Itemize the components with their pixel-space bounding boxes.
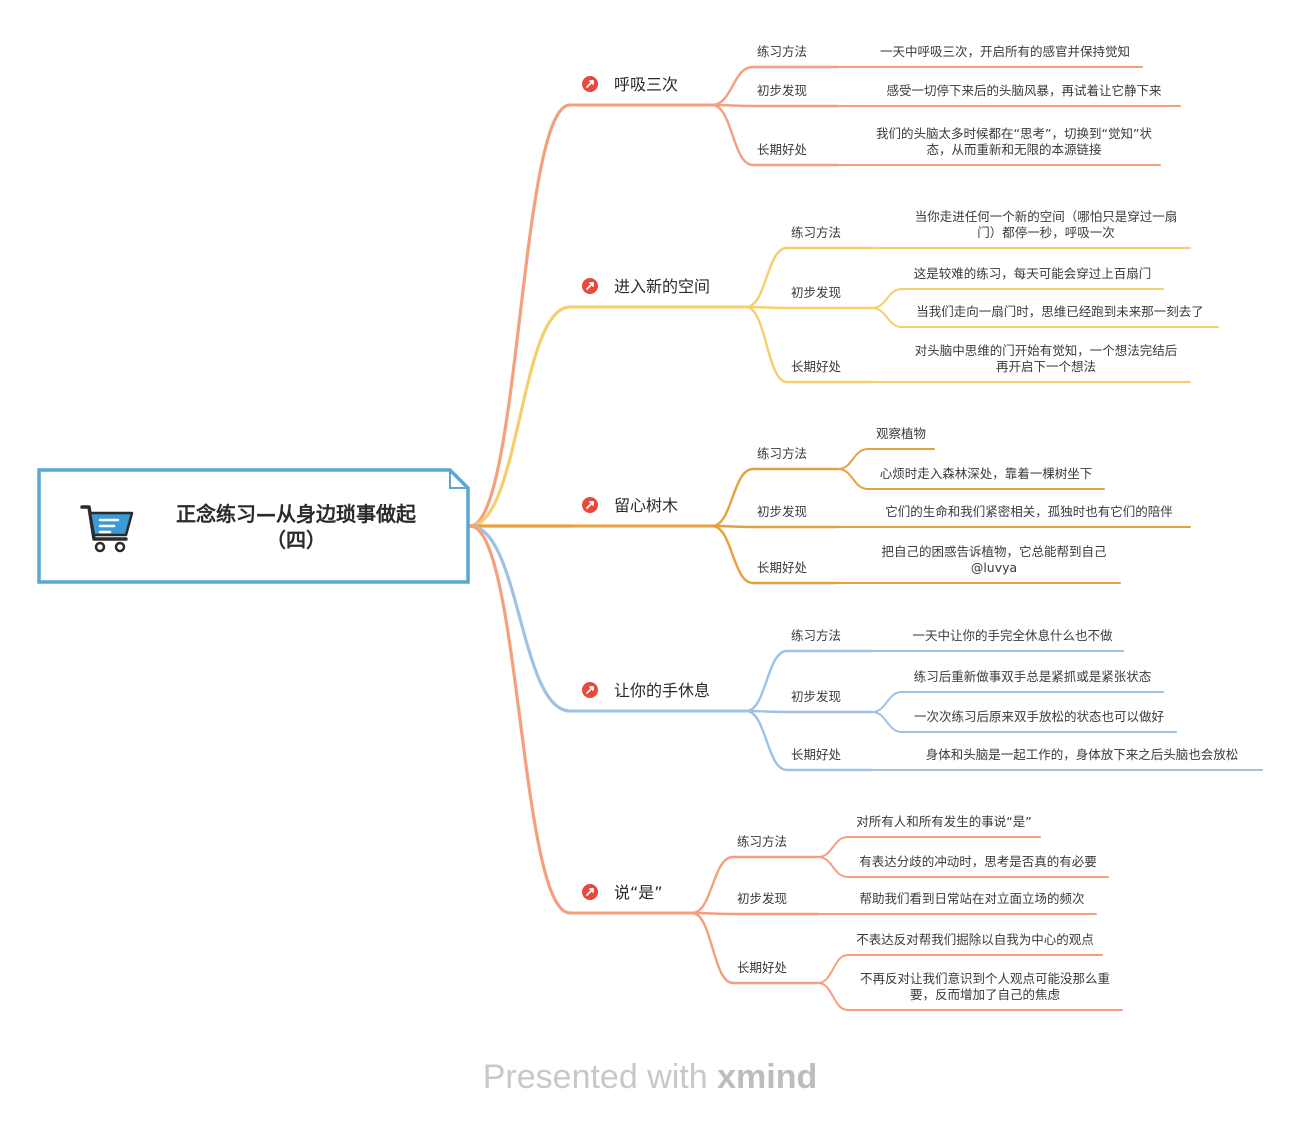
topic-nodes: 呼吸三次练习方法一天中呼吸三次，开启所有的感官并保持觉知初步发现感受一切停下来后… — [582, 44, 1238, 1002]
shopping-cart-icon — [80, 505, 134, 553]
topic-marker-icon — [582, 497, 598, 513]
category-topic: 练习方法 — [757, 446, 807, 461]
category-connector — [744, 709, 789, 772]
category-topic: 初步发现 — [737, 891, 787, 906]
topic-marker-icon — [582, 76, 598, 92]
category-connector — [690, 911, 735, 916]
category-connector — [710, 524, 755, 585]
leaf-topic: 当你走进任何一个新的空间（哪怕只是穿过一扇 — [915, 209, 1178, 224]
category-topic: 长期好处 — [791, 359, 842, 374]
root-title-line1: 正念练习—从身边琐事做起 — [176, 502, 417, 526]
category-topic: 长期好处 — [791, 747, 842, 762]
branch-connector — [468, 524, 572, 915]
leaf-connector — [837, 448, 869, 470]
branch-topic: 让你的手休息 — [614, 681, 710, 700]
leaf-topic: 一天中呼吸三次，开启所有的感官并保持觉知 — [880, 44, 1130, 59]
leaf-topic: 对头脑中思维的门开始有觉知，一个想法完结后 — [915, 343, 1178, 358]
category-topic: 初步发现 — [791, 285, 841, 300]
branch-connector — [468, 305, 572, 528]
category-topic: 初步发现 — [757, 504, 807, 519]
footer-presented: Presented with — [482, 1058, 718, 1096]
leaf-connector — [817, 836, 849, 858]
category-connector — [744, 305, 789, 310]
leaf-topic: 这是较难的练习，每天可能会穿过上百扇门 — [914, 266, 1152, 281]
leaf-topic: 把自己的困惑告诉植物，它总能帮到自己 — [881, 544, 1106, 559]
category-topic: 长期好处 — [757, 560, 808, 575]
category-connector — [744, 246, 789, 309]
topic-marker-icon — [582, 278, 598, 294]
leaf-topic: 要，反而增加了自己的焦虑 — [910, 987, 1061, 1002]
category-topic: 练习方法 — [791, 225, 841, 240]
leaf-topic: 有表达分歧的冲动时，思考是否真的有必要 — [859, 854, 1097, 869]
branch-topic: 留心树木 — [614, 496, 678, 515]
category-connector — [710, 65, 755, 107]
leaf-connector — [871, 711, 903, 733]
leaf-topic: 感受一切停下来后的头脑风暴，再试着让它静下来 — [886, 83, 1162, 98]
category-topic: 练习方法 — [791, 628, 841, 643]
category-topic: 长期好处 — [757, 142, 808, 157]
leaf-topic: 我们的头脑太多时候都在“思考”，切换到“觉知”状 — [876, 126, 1152, 141]
leaf-connector — [871, 288, 903, 309]
category-connector — [744, 649, 789, 713]
leaf-topic: 当我们走向一扇门时，思维已经跑到未来那一刻去了 — [916, 304, 1204, 319]
root-box-fold — [449, 470, 468, 489]
category-connector — [690, 855, 735, 915]
category-topic: 初步发现 — [791, 689, 841, 704]
root-title-line2: （四） — [266, 528, 326, 552]
category-topic: 初步发现 — [757, 83, 807, 98]
leaf-connector — [837, 468, 869, 490]
leaf-topic: 态，从而重新和无限的本源链接 — [926, 142, 1102, 157]
category-topic: 长期好处 — [737, 960, 788, 975]
leaf-topic: @luvya — [971, 560, 1017, 575]
leaf-topic: 帮助我们看到日常站在对立面立场的频次 — [859, 891, 1084, 906]
leaf-topic: 一天中让你的手完全休息什么也不做 — [912, 628, 1113, 643]
leaf-topic: 一次次练习后原来双手放松的状态也可以做好 — [914, 709, 1164, 724]
leaf-topic: 心烦时走入森林深处，靠着一棵树坐下 — [880, 466, 1093, 481]
leaf-topic: 门）都停一秒，呼吸一次 — [977, 225, 1115, 240]
category-connector — [690, 911, 735, 985]
leaf-topic: 它们的生命和我们紧密相关，孤独时也有它们的陪伴 — [885, 504, 1173, 519]
branch-topic: 呼吸三次 — [614, 75, 678, 94]
branch-topic: 说“是” — [614, 883, 663, 902]
leaf-topic: 对所有人和所有发生的事说“是” — [856, 814, 1031, 829]
category-connector — [710, 103, 755, 167]
category-connector — [744, 305, 789, 384]
leaf-topic: 不再反对让我们意识到个人观点可能没那么重 — [860, 971, 1110, 986]
leaf-connector — [871, 307, 903, 328]
leaf-connector — [817, 982, 849, 1011]
topic-marker-icon — [582, 884, 598, 900]
leaf-topic: 再开启下一个想法 — [996, 359, 1096, 374]
leaf-topic: 不表达反对帮我们掘除以自我为中心的观点 — [856, 932, 1094, 947]
topic-marker-icon — [582, 682, 598, 698]
leaf-topic: 身体和头脑是一起工作的，身体放下来之后头脑也会放松 — [926, 747, 1239, 762]
connector-lines — [468, 65, 1263, 1011]
branch-connector — [468, 103, 572, 528]
root-node[interactable]: 正念练习—从身边琐事做起 （四） — [37, 468, 470, 584]
category-topic: 练习方法 — [737, 834, 787, 849]
footer-watermark: Presented with xmind — [0, 1058, 1300, 1097]
branch-connector — [468, 524, 572, 713]
leaf-connector — [817, 954, 849, 984]
category-topic: 练习方法 — [757, 44, 807, 59]
leaf-connector — [871, 691, 903, 713]
leaf-connector — [817, 856, 849, 878]
footer-brand-xmind: xmind — [717, 1058, 818, 1096]
root-box — [37, 468, 470, 584]
leaf-topic: 练习后重新做事双手总是紧抓或是紧张状态 — [914, 669, 1152, 684]
leaf-topic: 观察植物 — [876, 426, 926, 441]
branch-topic: 进入新的空间 — [614, 277, 710, 296]
category-connector — [710, 467, 755, 528]
